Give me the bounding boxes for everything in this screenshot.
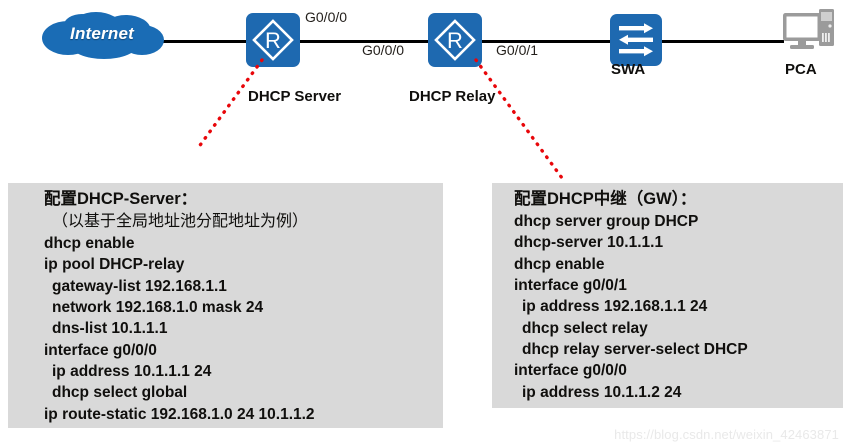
config-left-line: interface g0/0/0 <box>44 341 157 359</box>
config-right-line: dhcp-server 10.1.1.1 <box>514 234 664 252</box>
internet-label: Internet <box>70 24 134 43</box>
switch-swa-label: SWA <box>611 61 646 78</box>
config-right-line: interface g0/0/0 <box>514 362 627 380</box>
svg-text:R: R <box>265 28 281 53</box>
router-icon: R <box>252 19 294 61</box>
router-dhcp-server[interactable]: R <box>246 13 300 67</box>
config-left-line: dhcp enable <box>44 234 135 252</box>
config-left-line: dns-list 10.1.1.1 <box>52 320 168 338</box>
router-dhcp-relay-label: DHCP Relay <box>409 88 496 105</box>
svg-text:R: R <box>447 28 463 53</box>
config-left-line: ip pool DHCP-relay <box>44 256 185 274</box>
interface-label-relay-g001: G0/0/1 <box>496 42 539 58</box>
config-right-line: dhcp select relay <box>522 319 648 337</box>
config-left-line: ip address 10.1.1.1 24 <box>52 363 212 381</box>
config-right-line: interface g0/0/1 <box>514 276 627 294</box>
link-server-to-relay <box>300 40 428 43</box>
config-left-line: dhcp select global <box>52 384 188 402</box>
config-right-line: ip address 192.168.1.1 24 <box>522 298 708 316</box>
config-left-line: ip route-static 192.168.1.0 24 10.1.1.2 <box>44 405 315 423</box>
router-dhcp-server-label: DHCP Server <box>248 88 342 105</box>
config-right-line: dhcp relay server-select DHCP <box>522 341 748 359</box>
internet-cloud: Internet <box>38 8 166 60</box>
config-panel-dhcp-server: 配置DHCP-Server： （以基于全局地址池分配地址为例） dhcp ena… <box>8 183 443 428</box>
config-left-note: （以基于全局地址池分配地址为例） <box>52 212 309 230</box>
router-icon: R <box>434 19 476 61</box>
computer-pca[interactable] <box>779 6 837 56</box>
config-right-line: ip address 10.1.1.2 24 <box>522 383 682 401</box>
interface-label-server-g000: G0/0/0 <box>305 9 348 25</box>
router-dhcp-relay[interactable]: R <box>428 13 482 67</box>
link-swa-to-pca <box>662 40 784 43</box>
switch-swa[interactable] <box>610 14 662 66</box>
config-right-title: 配置DHCP中继（GW）： <box>514 190 697 208</box>
config-panel-dhcp-relay: 配置DHCP中继（GW）： dhcp server group DHCP dhc… <box>492 183 843 408</box>
cloud-icon <box>42 12 164 59</box>
switch-icon <box>619 23 653 57</box>
computer-icon <box>783 9 834 49</box>
watermark: https://blog.csdn.net/weixin_42463871 <box>614 427 839 442</box>
config-left-title: 配置DHCP-Server： <box>44 190 198 208</box>
computer-pca-label: PCA <box>785 61 817 78</box>
config-left-line: network 192.168.1.0 mask 24 <box>52 298 264 316</box>
link-internet-to-server <box>160 40 246 43</box>
config-left-line: gateway-list 192.168.1.1 <box>52 277 227 295</box>
config-right-line: dhcp enable <box>514 255 605 273</box>
interface-label-relay-g000: G0/0/0 <box>362 42 405 58</box>
link-relay-to-swa <box>482 40 610 43</box>
config-right-line: dhcp server group DHCP <box>514 212 699 230</box>
